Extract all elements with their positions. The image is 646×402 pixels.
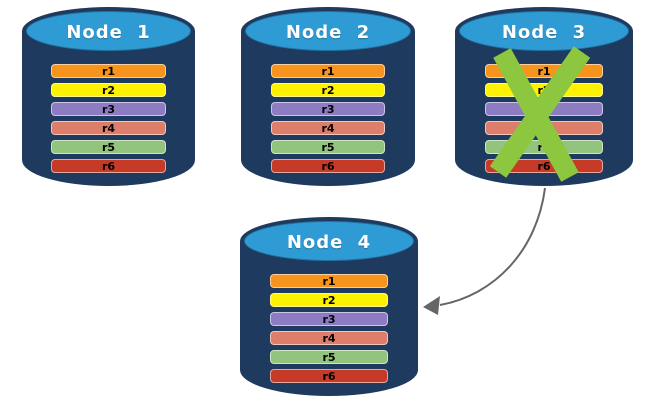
cylinder-top-rim (240, 217, 418, 265)
replica-bar: r4 (270, 331, 388, 345)
cylinder-top-face (245, 11, 411, 51)
node-title: Node 4 (286, 231, 372, 253)
node-2: Node 2 r1 r2 r3 r4 r5 r6 (241, 7, 415, 186)
node-3: Node 3 r1 r2 r3 r4 r5 r6 (455, 7, 633, 186)
node-1: Node 1 r1 r2 r3 r4 r5 r6 (22, 7, 195, 186)
replica-bar: r5 (270, 350, 388, 364)
node-title: Node 1 (66, 21, 151, 43)
replica-bar: r6 (270, 159, 386, 173)
replica-bar: r5 (270, 140, 386, 154)
cylinder-top-rim (241, 7, 415, 55)
cylinder-top-face (26, 11, 191, 51)
replica-bar: r4 (270, 121, 386, 135)
replica-bar: r2 (270, 293, 388, 307)
replica-bar: r1 (51, 64, 166, 78)
cylinder-top-rim (455, 7, 633, 55)
arrow-curve (439, 187, 546, 306)
replica-bar: r2 (270, 83, 386, 97)
replica-bar: r5 (51, 140, 166, 154)
node-title: Node 2 (285, 21, 371, 43)
failure-x-icon (489, 46, 591, 182)
replica-bar: r4 (51, 121, 166, 135)
node-4: Node 4 r1 r2 r3 r4 r5 r6 (240, 217, 418, 396)
cylinder-top-face (459, 11, 629, 51)
cylinder-top-face (244, 221, 414, 261)
replica-bar: r3 (270, 102, 386, 116)
node-title: Node 3 (501, 21, 587, 43)
replica-bar: r1 (270, 274, 388, 288)
replica-list: r1 r2 r3 r4 r5 r6 (270, 64, 386, 173)
arrowhead-icon (423, 296, 440, 315)
replica-bar: r1 (270, 64, 386, 78)
replica-bar: r6 (51, 159, 166, 173)
replica-list: r1 r2 r3 r4 r5 r6 (51, 64, 166, 173)
replica-bar: r3 (51, 102, 166, 116)
replica-bar: r3 (270, 312, 388, 326)
replica-bar: r2 (51, 83, 166, 97)
replica-list: r1 r2 r3 r4 r5 r6 (270, 274, 388, 383)
replica-bar: r6 (270, 369, 388, 383)
cylinder-top-rim (22, 7, 195, 55)
